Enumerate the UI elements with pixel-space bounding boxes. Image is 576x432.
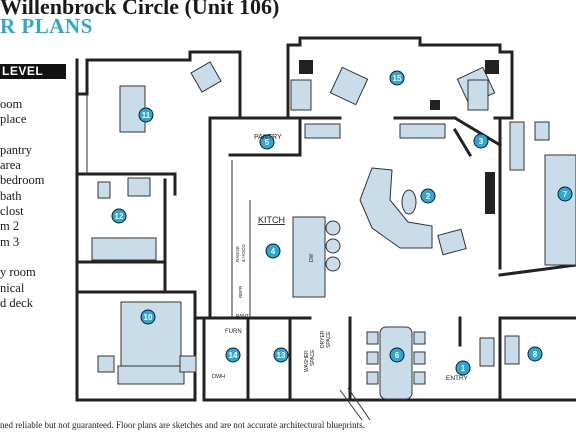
marker-label-15: 15 <box>393 74 402 83</box>
label-furn: FURN <box>225 329 242 335</box>
marker-circle-8 <box>527 346 543 362</box>
legend-item: pantry <box>0 142 32 157</box>
marker-label-14: 14 <box>229 351 238 360</box>
marker-circle-2 <box>420 188 436 204</box>
legend-item: d deck <box>0 295 33 310</box>
legend-item: m 2 <box>0 219 20 234</box>
marker-label-12: 12 <box>115 212 124 221</box>
furniture <box>91 61 520 400</box>
label-dryer: DRYER <box>320 330 326 348</box>
label-dwh: DWH <box>212 374 225 380</box>
marker-circle-14 <box>225 347 241 363</box>
room-markers <box>111 70 573 376</box>
label-entry: ENTRY <box>446 375 469 382</box>
marker-circle-15 <box>389 70 405 86</box>
legend-item: nical <box>0 280 25 295</box>
label-refr: REFR <box>238 285 243 298</box>
marker-label-1: 1 <box>461 364 466 373</box>
marker-label-11: 11 <box>142 111 151 120</box>
marker-label-10: 10 <box>144 313 153 322</box>
legend-item: bath <box>0 188 22 203</box>
label-kitch: KITCH <box>258 215 285 225</box>
marker-circle-10 <box>140 309 156 325</box>
marker-label-8: 8 <box>533 350 538 359</box>
marker-circle-1 <box>455 360 471 376</box>
legend-item: place <box>0 112 27 127</box>
label-dw: DW <box>309 253 315 262</box>
marker-label-4: 4 <box>271 247 276 256</box>
label-pant: PANT <box>236 314 249 320</box>
label-range: RANGE <box>235 246 240 262</box>
page-subtitle: R PLANS <box>0 14 93 38</box>
legend-item: bedroom <box>0 173 45 188</box>
marker-label-6: 6 <box>395 351 400 360</box>
disclaimer-footer: ned reliable but not guaranteed. Floor p… <box>0 420 365 430</box>
marker-label-13: 13 <box>277 351 286 360</box>
label-space1: SPACE <box>310 349 316 366</box>
marker-circle-5 <box>259 134 275 150</box>
legend-item: oom <box>0 97 23 111</box>
marker-circle-13 <box>273 347 289 363</box>
legend-item: y room <box>0 265 36 280</box>
level-banner: LEVEL <box>0 64 66 79</box>
marker-circle-3 <box>473 133 489 149</box>
marker-circle-6 <box>389 347 405 363</box>
marker-circle-11 <box>138 107 154 123</box>
marker-label-3: 3 <box>479 137 484 146</box>
walls <box>75 36 576 402</box>
legend-item: clost <box>0 204 24 219</box>
page-title: Willenbrock Circle (Unit 106) <box>0 0 280 19</box>
label-hood: & HOOD <box>241 243 246 262</box>
marker-circle-7 <box>557 186 573 202</box>
room-legend: oom place pantry area bedroom bath clost… <box>0 97 70 311</box>
label-pantry: PANTRY <box>254 134 282 141</box>
legend-item: m 3 <box>0 234 20 249</box>
legend-item: area <box>0 158 21 173</box>
marker-label-2: 2 <box>426 192 431 201</box>
label-space2: SPACE <box>326 331 332 348</box>
marker-label-5: 5 <box>265 138 270 147</box>
label-washer: WASHER <box>304 350 310 372</box>
marker-circle-4 <box>265 243 281 259</box>
marker-label-7: 7 <box>563 190 568 199</box>
marker-circle-12 <box>111 208 127 224</box>
